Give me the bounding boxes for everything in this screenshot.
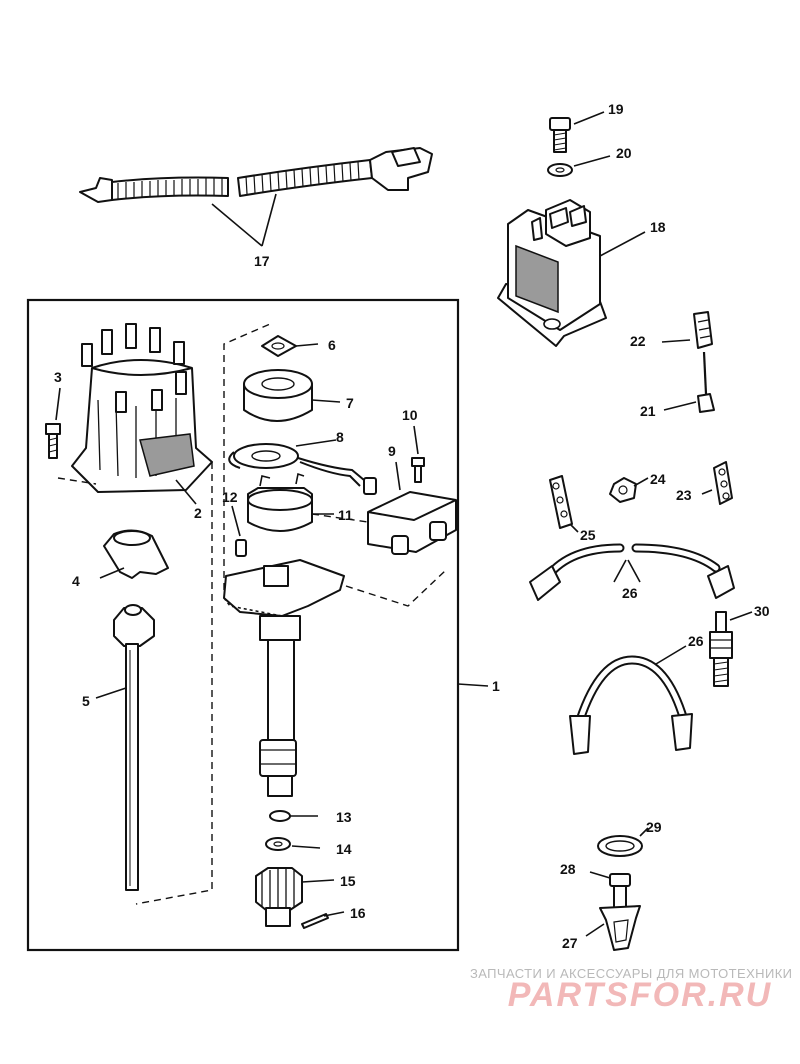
part-8-pickup-coil bbox=[228, 439, 377, 495]
part-6-retainer bbox=[261, 335, 319, 357]
part-10-screw bbox=[411, 425, 425, 483]
callout-18: 18 bbox=[650, 219, 666, 235]
part-15-drive-gear bbox=[255, 867, 335, 927]
callout-25: 25 bbox=[580, 527, 596, 543]
callout-29: 29 bbox=[646, 819, 662, 835]
part-12-pin bbox=[231, 505, 247, 557]
callout-22: 22 bbox=[630, 333, 646, 349]
part-20-washer bbox=[547, 155, 611, 177]
leader-1 bbox=[457, 683, 489, 687]
part-22-terminal bbox=[661, 311, 713, 349]
part-3-screw bbox=[45, 387, 61, 459]
callout-28: 28 bbox=[560, 861, 576, 877]
callout-14: 14 bbox=[336, 841, 352, 857]
part-2-distributor-cap bbox=[71, 323, 213, 505]
part-25-wire-separator bbox=[549, 475, 579, 533]
callout-16: 16 bbox=[350, 905, 366, 921]
callout-27: 27 bbox=[562, 935, 578, 951]
part-17-harness bbox=[79, 147, 433, 247]
callout-3: 3 bbox=[54, 369, 62, 385]
part-4-rotor bbox=[99, 529, 169, 579]
part-11-shield bbox=[247, 472, 334, 532]
callout-15: 15 bbox=[340, 873, 356, 889]
callout-23: 23 bbox=[676, 487, 692, 503]
callout-26-top: 26 bbox=[622, 585, 638, 601]
callout-6: 6 bbox=[328, 337, 336, 353]
callout-13: 13 bbox=[336, 809, 352, 825]
part-28-bolt bbox=[589, 871, 631, 909]
callout-8: 8 bbox=[336, 429, 344, 445]
callout-7: 7 bbox=[346, 395, 354, 411]
callout-17: 17 bbox=[254, 253, 270, 269]
alignment-lines bbox=[57, 323, 447, 905]
callout-26-bottom: 26 bbox=[688, 633, 704, 649]
kit-frame bbox=[26, 298, 460, 952]
cap-towers bbox=[81, 323, 187, 413]
part-19-bolt bbox=[549, 111, 605, 153]
part-26-plug-lead-top bbox=[529, 543, 735, 601]
part-9-ignition-module bbox=[367, 461, 457, 555]
part-23-wire-separator bbox=[701, 461, 733, 505]
callout-21: 21 bbox=[640, 403, 656, 419]
callout-20: 20 bbox=[616, 145, 632, 161]
watermark-logo: PARTSFOR.RU bbox=[508, 976, 772, 1014]
part-7-pole-piece bbox=[243, 369, 341, 422]
callout-9: 9 bbox=[388, 443, 396, 459]
part-27-clamp bbox=[585, 905, 641, 951]
part-21-lead bbox=[663, 351, 715, 413]
distributor-housing bbox=[223, 559, 345, 797]
callout-30: 30 bbox=[754, 603, 770, 619]
part-26-plug-lead-bottom bbox=[569, 645, 693, 755]
callout-11: 11 bbox=[338, 507, 353, 523]
watermark-tagline: ЗАПЧАСТИ И АКСЕССУАРЫ ДЛЯ МОТОТЕХНИКИ bbox=[470, 966, 793, 981]
part-5-shaft bbox=[95, 604, 155, 891]
part-13-washer bbox=[269, 810, 318, 822]
callout-19: 19 bbox=[608, 101, 624, 117]
callout-10: 10 bbox=[402, 407, 418, 423]
part-30-spark-plug bbox=[709, 611, 753, 687]
callout-4: 4 bbox=[72, 573, 80, 589]
callout-2: 2 bbox=[194, 505, 202, 521]
callout-1: 1 bbox=[492, 678, 500, 694]
part-29-gasket bbox=[597, 827, 649, 857]
part-14-washer bbox=[265, 837, 321, 851]
part-24-wire-clip bbox=[609, 477, 649, 503]
callout-24: 24 bbox=[650, 471, 666, 487]
callout-labels: 1 2 3 4 5 6 7 8 9 10 11 12 13 14 15 16 1… bbox=[54, 101, 770, 951]
part-18-coil bbox=[497, 199, 646, 347]
callout-5: 5 bbox=[82, 693, 90, 709]
callout-12: 12 bbox=[222, 489, 238, 505]
part-16-roll-pin bbox=[301, 911, 345, 929]
